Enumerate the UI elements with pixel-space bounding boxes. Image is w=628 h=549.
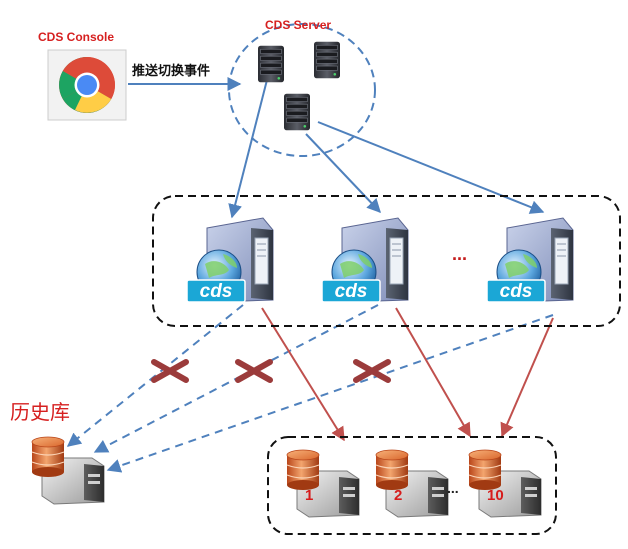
server-to-cds-1-arrow <box>228 75 269 219</box>
history-db-label: 历史库 <box>10 400 70 424</box>
cds-node-1-icon <box>186 217 274 303</box>
rack-server-1-icon <box>258 45 284 83</box>
db-cluster <box>267 436 557 535</box>
cds-3-to-db-arrow <box>500 317 554 438</box>
console-node <box>47 49 127 121</box>
rack-server-2-icon <box>314 41 340 79</box>
history-db-node <box>31 436 105 505</box>
cds-node-group <box>152 195 621 327</box>
cds-to-db-arrows <box>261 307 554 442</box>
cds-2-to-db-arrow <box>395 307 471 438</box>
server-label: CDS Server <box>265 18 332 32</box>
cds-node-2-icon <box>321 217 409 303</box>
cds-node-ellipsis: ... <box>452 244 468 264</box>
cross-2-icon <box>235 359 273 383</box>
server-to-cds-2-arrow <box>305 133 381 214</box>
db-server-1-icon <box>286 449 360 518</box>
chrome-icon <box>59 57 115 113</box>
history-db-icon <box>31 436 105 505</box>
cross-3-icon <box>353 359 391 383</box>
push-event-label: 推送切换事件 <box>132 64 211 79</box>
cds-1-to-history-arrow <box>66 304 244 447</box>
db-server-3-icon <box>468 449 542 518</box>
db-cluster-boundary <box>267 436 557 535</box>
cds-node-group-boundary <box>152 195 621 327</box>
db-ellipsis: ... <box>447 480 459 496</box>
cds-1-to-db-arrow <box>261 307 345 442</box>
cross-1-icon <box>151 359 189 383</box>
server-cluster-boundary <box>228 23 376 157</box>
db-server-2-number: 2 <box>394 487 403 504</box>
server-to-cds-3-arrow <box>317 121 545 214</box>
db-server-2-icon <box>375 449 449 518</box>
console-label: CDS Console <box>38 30 115 44</box>
rack-server-3-icon <box>284 93 310 131</box>
server-cluster <box>228 23 376 157</box>
cds-3-to-history-arrow <box>106 314 554 473</box>
db-server-1-number: 1 <box>305 487 314 504</box>
blocked-cross-icons <box>151 359 391 383</box>
cds-node-3-icon <box>486 217 574 303</box>
db-server-3-number: 10 <box>487 487 504 504</box>
